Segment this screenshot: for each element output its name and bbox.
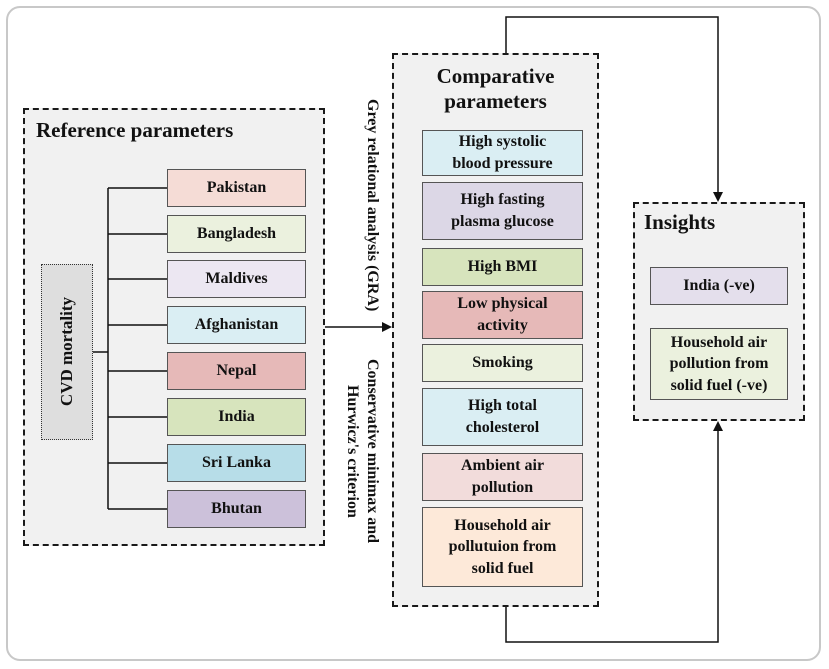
comparative-panel-title: Comparative parameters (392, 64, 599, 114)
insight-item-india: India (-ve) (650, 267, 788, 305)
country-box-nepal: Nepal (167, 352, 306, 390)
country-box-pakistan: Pakistan (167, 169, 306, 207)
comparative-title-line1: Comparative (436, 64, 555, 88)
comparative-item-smoking: Smoking (422, 344, 583, 382)
conservative-method-label: Conservative minimax and Hurwicz's crite… (344, 359, 381, 543)
country-box-bhutan: Bhutan (167, 490, 306, 528)
country-box-maldives: Maldives (167, 260, 306, 298)
reference-panel-title: Reference parameters (36, 118, 234, 142)
top-feedback-arrow (505, 16, 723, 202)
cvd-mortality-box: CVD mortality (41, 264, 93, 440)
bottom-feedback-arrow (505, 421, 723, 643)
gra-method-label: Grey relational analysis (GRA) (364, 98, 381, 312)
country-box-india: India (167, 398, 306, 436)
comparative-item-bmi: High BMI (422, 248, 583, 286)
country-box-afghanistan: Afghanistan (167, 306, 306, 344)
country-box-sri-lanka: Sri Lanka (167, 444, 306, 482)
country-box-bangladesh: Bangladesh (167, 215, 306, 253)
insights-panel-title: Insights (644, 210, 716, 234)
comparative-title-line2: parameters (444, 89, 547, 114)
